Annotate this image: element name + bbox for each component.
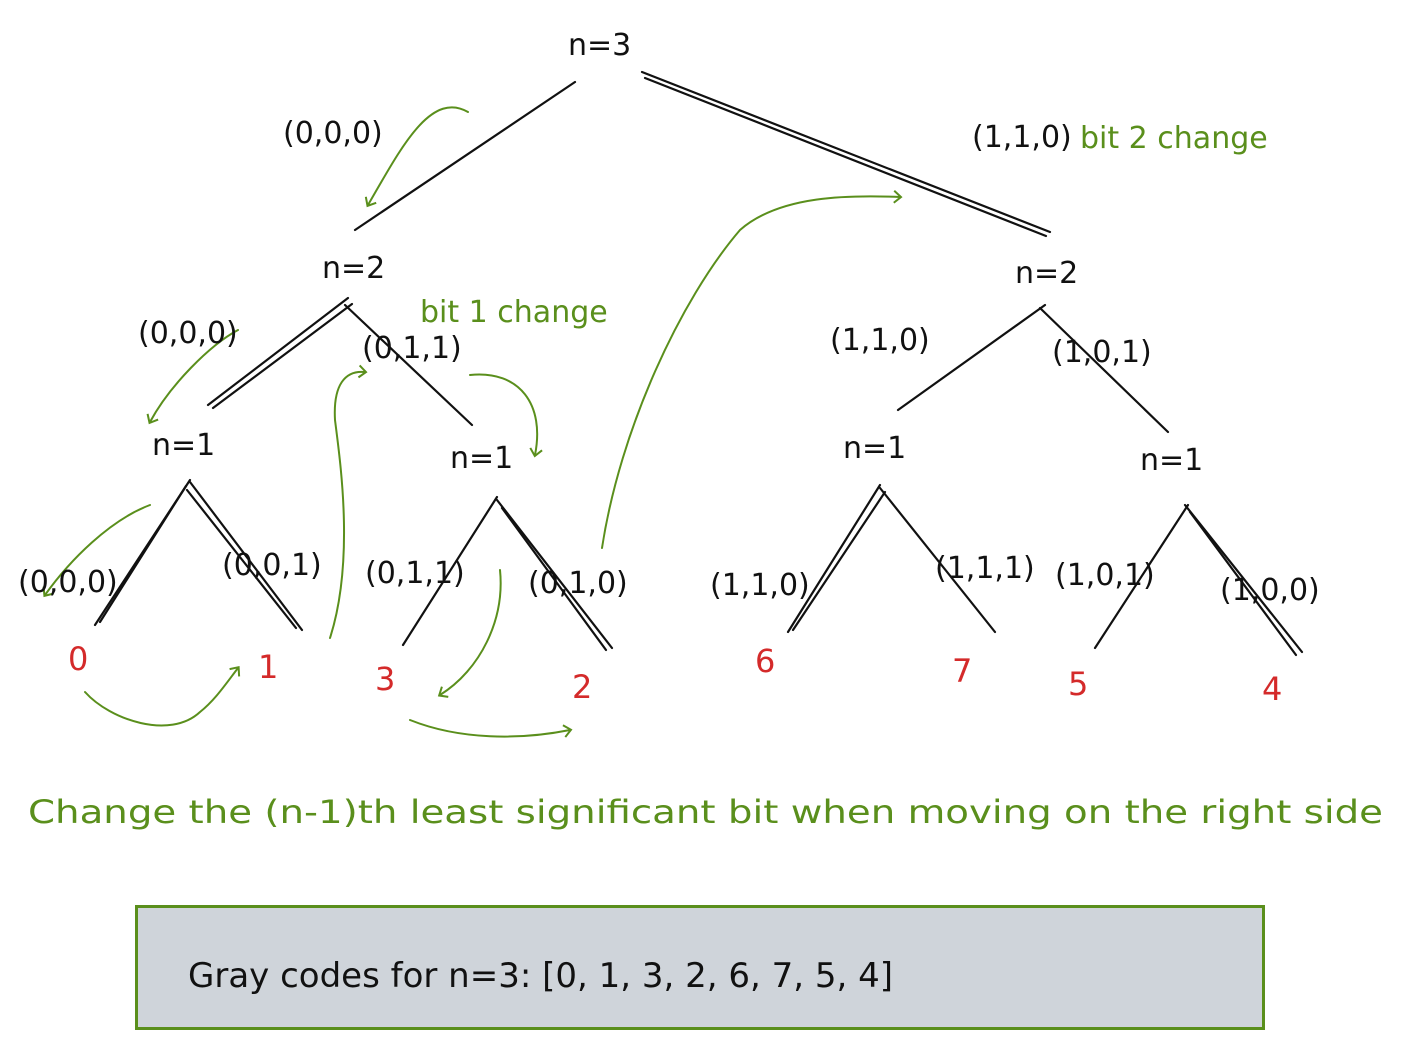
arrow-leaf0-to-leaf1 <box>84 665 241 727</box>
tuple-root-left: (0,0,0) <box>283 116 383 151</box>
leaf-tuple-6: (1,0,1) <box>1055 558 1155 593</box>
tuple-n2a-left: (0,0,0) <box>138 316 238 351</box>
leaf-value-6: 6 <box>755 642 775 680</box>
edge-n2a-left-double <box>211 302 354 410</box>
edge-n1b-left <box>401 495 499 647</box>
edge-n1d-right <box>1183 503 1304 654</box>
traversal-arrows <box>42 106 903 738</box>
arrow-leaf2-to-root-right <box>601 190 903 549</box>
result-text: Gray codes for n=3: [0, 1, 3, 2, 6, 7, 5… <box>188 956 893 996</box>
leaf-tuple-0: (0,0,0) <box>18 565 118 600</box>
arrow-root-to-n2a <box>364 106 469 208</box>
leaf-tuple-1: (0,0,1) <box>222 548 322 583</box>
edge-n1b-right <box>495 498 614 650</box>
edge-n1b-right-double <box>500 506 608 652</box>
note-bit1-change: bit 1 change <box>420 295 608 330</box>
leaf-value-5: 5 <box>1068 665 1088 703</box>
edge-n2a-left <box>206 296 350 407</box>
node-n1-d: n=1 <box>1140 443 1203 478</box>
edge-tuples: (0,0,0) (1,1,0) (0,0,0) (0,1,1) (1,1,0) … <box>138 116 1152 370</box>
edge-n1c-right <box>878 486 997 634</box>
edge-n1d-left <box>1093 503 1190 650</box>
arrow-leaf3-to-leaf2 <box>409 719 573 738</box>
edge-n1c-left <box>786 483 882 634</box>
edge-root-right <box>640 70 1052 234</box>
node-root: n=3 <box>568 28 631 63</box>
node-n1-c: n=1 <box>843 431 906 466</box>
leaf-value-1: 1 <box>258 648 278 686</box>
edge-n1c-left-double <box>791 490 887 632</box>
leaf-tuple-5: (1,1,1) <box>935 551 1035 586</box>
edge-n1a-left-double <box>98 484 188 624</box>
arrow-n1a-to-leaf0 <box>42 504 151 598</box>
arrow-n2a-to-n1b <box>469 373 543 458</box>
edge-n2b-right <box>1038 306 1170 434</box>
edge-root-right-double <box>643 76 1048 238</box>
edge-n1a-right <box>188 480 304 632</box>
edge-n1d-right-double <box>1188 510 1298 657</box>
arrow-n2a-to-n1a <box>146 329 239 425</box>
tuple-n2a-right: (0,1,1) <box>362 331 462 366</box>
leaf-values: 0 1 3 2 6 7 5 4 <box>68 640 1282 708</box>
edge-n1a-right-double <box>185 488 298 630</box>
leaf-value-3: 3 <box>375 660 395 698</box>
leaf-value-0: 0 <box>68 640 88 678</box>
tree-nodes: n=3 n=2 n=2 n=1 n=1 n=1 n=1 <box>152 28 1203 478</box>
leaf-value-2: 2 <box>572 668 592 706</box>
leaf-tuple-7: (1,0,0) <box>1220 573 1320 608</box>
tuple-root-right: (1,1,0) <box>972 120 1072 155</box>
arrow-n1b-to-leaf3 <box>437 569 502 698</box>
edge-n2b-left <box>896 303 1047 412</box>
result-box: Gray codes for n=3: [0, 1, 3, 2, 6, 7, 5… <box>135 905 1265 1030</box>
leaf-tuple-3: (0,1,0) <box>528 566 628 601</box>
arrow-leaf1-up <box>329 364 368 639</box>
node-n2-right: n=2 <box>1015 256 1078 291</box>
leaf-tuple-4: (1,1,0) <box>710 568 810 603</box>
leaf-value-7: 7 <box>952 652 972 690</box>
edge-root-left <box>353 80 577 232</box>
node-n2-left: n=2 <box>322 251 385 286</box>
leaf-value-4: 4 <box>1262 670 1282 708</box>
node-n1-b: n=1 <box>450 441 513 476</box>
tuple-n2b-right: (1,0,1) <box>1052 335 1152 370</box>
note-bit2-change: bit 2 change <box>1080 121 1268 156</box>
leaf-tuples: (0,0,0) (0,0,1) (0,1,1) (0,1,0) (1,1,0) … <box>18 548 1320 608</box>
leaf-tuple-2: (0,1,1) <box>365 556 465 591</box>
tree-edges <box>93 70 1304 657</box>
edge-n2a-right <box>343 303 474 427</box>
caption-rule: Change the (n-1)th least significant bit… <box>28 793 1383 831</box>
node-n1-a: n=1 <box>152 428 215 463</box>
annotations: bit 2 change bit 1 change Change the (n-… <box>28 121 1383 831</box>
tuple-n2b-left: (1,1,0) <box>830 323 930 358</box>
